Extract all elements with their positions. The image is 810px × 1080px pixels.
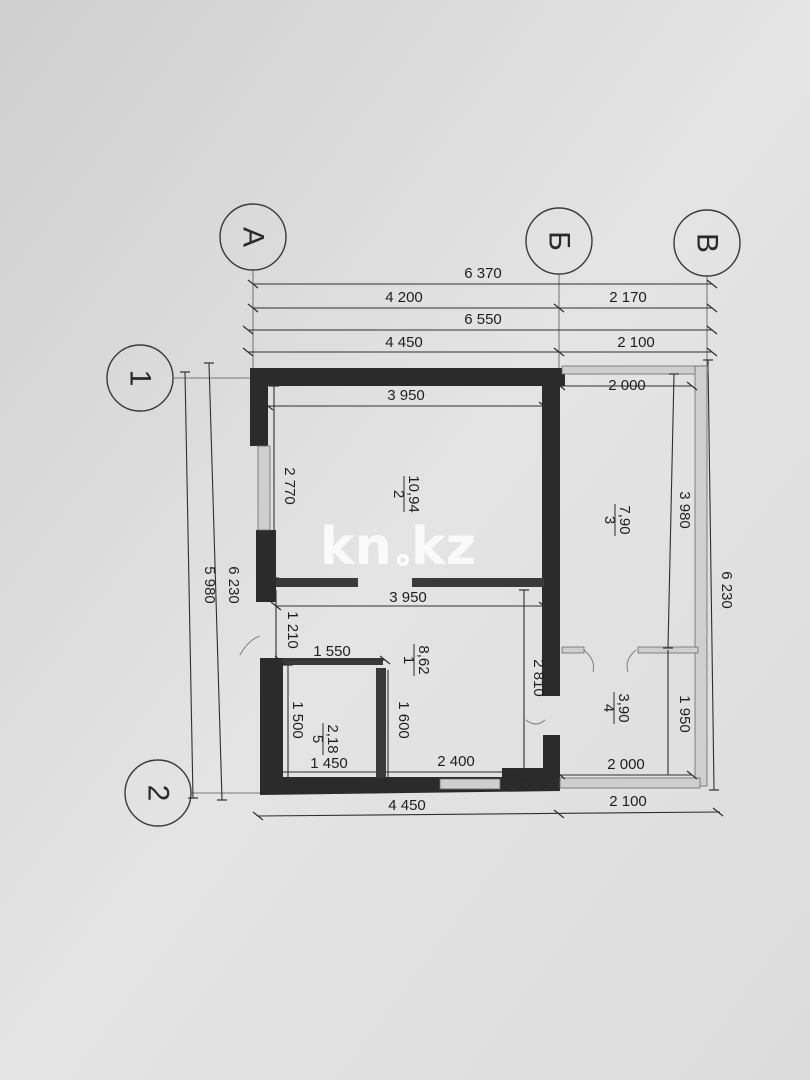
dim-bath-width-top: 1 550 [313, 643, 351, 660]
dim-bath-width-bottom: 1 450 [310, 755, 348, 772]
room-1-area: 8,62 [415, 645, 432, 674]
balcony-bottom-edge [559, 777, 701, 789]
balcony-right-edge [694, 365, 708, 787]
interior-dimensions: 3 950 2 770 2 000 3 980 3 950 1 210 1 55… [262, 373, 698, 780]
room-label-3: 3 7,90 [601, 504, 633, 536]
top-dimensions: 6 370 4 200 2 170 6 550 4 450 2 100 [242, 265, 718, 357]
room-label-2: 2 10,94 [390, 475, 422, 513]
dim-bottom-left: 4 450 [388, 797, 426, 814]
room-label-1: 1 8,62 [400, 644, 432, 676]
room-4-number: 4 [600, 704, 617, 712]
right-dimensions: 6 230 [703, 359, 735, 791]
dim-top-right-2: 2 100 [617, 334, 655, 351]
room-label-4: 4 3,90 [600, 692, 632, 724]
dim-room2-width: 3 950 [387, 387, 425, 404]
room-1-number: 1 [400, 656, 417, 664]
axis-label-2: 2 [142, 785, 175, 802]
bottom-dimensions: 4 450 2 100 [252, 793, 724, 821]
dim-top-total-2: 6 550 [464, 311, 502, 328]
windows [257, 365, 709, 790]
room-3-area: 7,90 [616, 505, 633, 534]
room-2-number: 2 [390, 490, 407, 498]
axis-label-v: В [691, 233, 724, 253]
axis-label-1: 1 [124, 370, 157, 387]
dim-left-outer: 6 230 [225, 566, 242, 604]
room-2-area: 10,94 [405, 475, 422, 513]
watermark-tld: kz [411, 517, 476, 577]
left-dimensions: 5 980 6 230 [180, 362, 242, 801]
balcony-top-edge [561, 365, 709, 375]
dim-room4-height: 1 950 [676, 695, 693, 733]
balcony-divider-left [561, 646, 585, 654]
dim-right-outer: 6 230 [718, 571, 735, 609]
dim-left-inner: 5 980 [201, 566, 218, 604]
room-3-number: 3 [601, 516, 618, 524]
dim-corridor-height: 2 810 [530, 659, 547, 697]
dim-bath-height-left: 1 500 [289, 701, 306, 739]
dim-room2-height: 2 770 [281, 467, 298, 505]
dim-room3-width: 2 000 [608, 377, 646, 394]
dim-bottom-right: 2 100 [609, 793, 647, 810]
dim-bath-height-right: 1 600 [395, 701, 412, 739]
room-label-5: 5 2,18 [309, 723, 341, 755]
dim-corridor-left: 1 210 [284, 611, 301, 649]
axis-label-a: А [237, 227, 270, 247]
watermark-brand: kn [320, 517, 392, 577]
dim-top-left-2: 4 450 [385, 334, 423, 351]
axis-label-b: Б [543, 231, 576, 251]
room-5-area: 2,18 [324, 724, 341, 753]
dim-top-total-1: 6 370 [464, 265, 502, 282]
dim-corridor-width: 3 950 [389, 589, 427, 606]
window-left [257, 445, 271, 531]
dim-entry-width: 2 400 [437, 753, 475, 770]
dim-top-right-1: 2 170 [609, 289, 647, 306]
room-4-area: 3,90 [615, 693, 632, 722]
dim-room3-height: 3 980 [676, 491, 693, 529]
walls [250, 368, 565, 795]
dim-top-left-1: 4 200 [385, 289, 423, 306]
dim-room4-width: 2 000 [607, 756, 645, 773]
room-5-number: 5 [309, 735, 326, 743]
door-swings [239, 635, 637, 725]
axis-leaders [173, 270, 708, 794]
watermark-logo: kn kz [320, 517, 476, 577]
window-entry [439, 778, 501, 790]
